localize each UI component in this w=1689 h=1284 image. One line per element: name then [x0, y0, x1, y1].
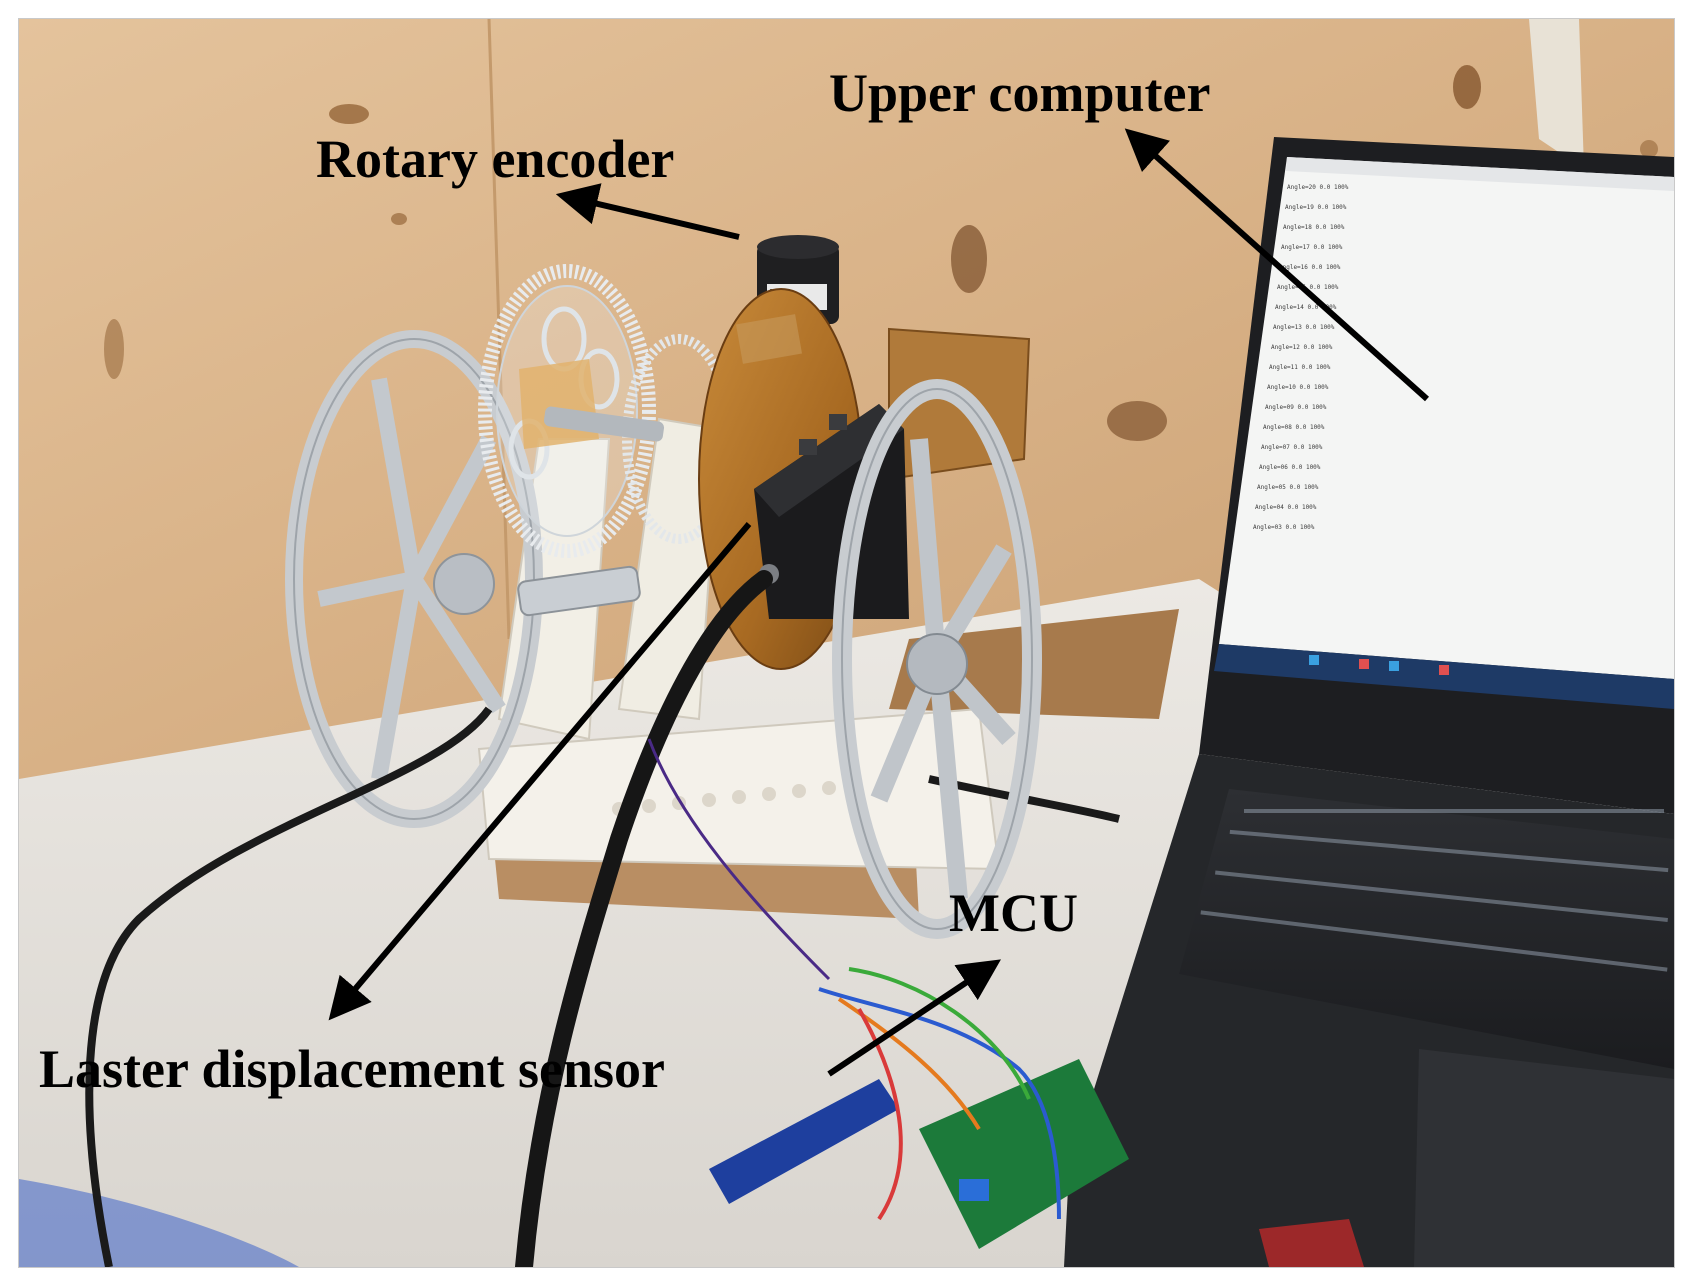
sensor-cable [85, 570, 1120, 1267]
laser-sensor-arrow [328, 522, 752, 1021]
svg-text:Angle=10 0.0 100%: Angle=10 0.0 100% [1267, 384, 1329, 391]
svg-text:Angle=11 0.0 100%: Angle=11 0.0 100% [1269, 364, 1331, 371]
svg-text:Angle=15 0.0 100%: Angle=15 0.0 100% [1277, 284, 1339, 291]
svg-text:Angle=20 0.0 100%: Angle=20 0.0 100% [1287, 184, 1349, 191]
shaft-coupling [517, 406, 665, 617]
svg-text:Angle=05 0.0 100%: Angle=05 0.0 100% [1257, 484, 1319, 491]
svg-text:Angle=13 0.0 100%: Angle=13 0.0 100% [1273, 324, 1335, 331]
left-aluminium-wheel [285, 330, 543, 828]
mcu-label: MCU [949, 883, 1078, 943]
svg-text:Angle=19 0.0 100%: Angle=19 0.0 100% [1285, 204, 1347, 211]
svg-text:Angle=09 0.0 100%: Angle=09 0.0 100% [1265, 404, 1327, 411]
svg-text:Angle=17 0.0 100%: Angle=17 0.0 100% [1281, 244, 1343, 251]
rotary-encoder-label: Rotary encoder [316, 129, 674, 189]
svg-text:Angle=03 0.0 100%: Angle=03 0.0 100% [1253, 524, 1315, 531]
laser-sensor-label: Laster displacement sensor [39, 1039, 665, 1099]
mcu-board [647, 738, 1364, 1267]
upper-computer-arrow [1124, 128, 1430, 402]
svg-text:Angle=06 0.0 100%: Angle=06 0.0 100% [1259, 464, 1321, 471]
svg-text:Angle=04 0.0 100%: Angle=04 0.0 100% [1255, 504, 1317, 511]
rotary-encoder-arrow [555, 183, 740, 240]
svg-text:Angle=18 0.0 100%: Angle=18 0.0 100% [1283, 224, 1345, 231]
svg-text:Angle=12 0.0 100%: Angle=12 0.0 100% [1271, 344, 1333, 351]
laptop: Angle=20 0.0 100% Angle=19 0.0 100% Angl… [1064, 137, 1674, 1267]
upper-computer-label: Upper computer [829, 63, 1210, 123]
laptop-screen [1219, 157, 1674, 679]
svg-text:Angle=08 0.0 100%: Angle=08 0.0 100% [1263, 424, 1325, 431]
svg-text:Angle=07 0.0 100%: Angle=07 0.0 100% [1261, 444, 1323, 451]
mcu-arrow [827, 959, 1001, 1077]
right-aluminium-wheel [832, 379, 1042, 939]
callout-arrows [328, 128, 1430, 1077]
svg-text:Angle=16 0.0 100%: Angle=16 0.0 100% [1279, 264, 1341, 271]
svg-text:Angle=14 0.0 100%: Angle=14 0.0 100% [1275, 304, 1337, 311]
experimental-setup-photo: Angle=20 0.0 100% Angle=19 0.0 100% Angl… [18, 18, 1675, 1268]
